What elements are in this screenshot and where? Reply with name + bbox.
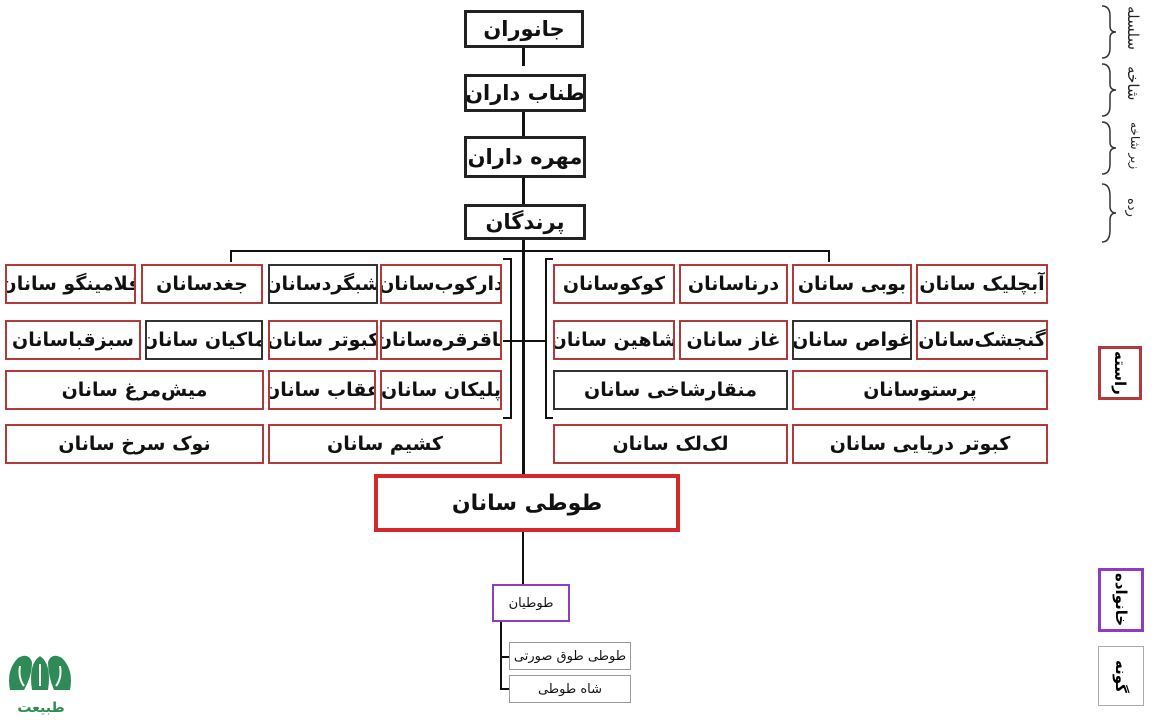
legend-kingdom-label: سلسله <box>1124 6 1142 50</box>
order-box: منقارشاخی سانان <box>553 370 788 410</box>
species-box: شاه طوطی <box>509 675 631 703</box>
order-box: سبزقباسانان <box>5 320 141 360</box>
legend-family-box: خانواده <box>1098 568 1144 632</box>
order-box: میش‌مرغ سانان <box>5 370 264 410</box>
connector-line <box>503 258 512 260</box>
brace-icon <box>1101 5 1117 59</box>
order-box: گنجشک‌سانان <box>916 320 1048 360</box>
order-box: شاهین سانان <box>553 320 675 360</box>
connector-line <box>230 250 232 262</box>
order-box: جغدسانان <box>141 264 263 304</box>
order-box: عقاب سانان <box>268 370 376 410</box>
kingdom-box: جانوران <box>464 10 584 48</box>
connector-line <box>510 340 547 342</box>
order-box: بوبی سانان <box>792 264 912 304</box>
brace-icon <box>1101 121 1117 175</box>
connector-line <box>522 532 524 584</box>
phylum-box: طناب داران <box>464 74 586 112</box>
connector-line <box>522 240 525 475</box>
legend-order-box: راسته <box>1098 346 1142 400</box>
legend-order-label: راسته <box>1111 351 1129 395</box>
order-box: غواص سانان <box>792 320 912 360</box>
connector-line <box>545 258 553 260</box>
order-box: کبوتر سانان <box>268 320 378 360</box>
connector-line <box>545 417 553 419</box>
connector-line <box>545 258 547 418</box>
family-box: طوطیان <box>492 584 570 622</box>
logo-text: طبیعت <box>17 700 65 716</box>
connector-line <box>500 656 509 658</box>
subphylum-box: مهره داران <box>464 136 586 178</box>
legend-subphylum-label: زیر شاخه <box>1128 122 1142 170</box>
connector-line <box>500 622 502 688</box>
order-box: کوکوسانان <box>553 264 675 304</box>
connector-line <box>522 178 525 204</box>
order-box: شبگردسانان <box>268 264 378 304</box>
logo-icon <box>9 655 71 690</box>
legend-family-label: خانواده <box>1112 573 1130 627</box>
legend-species-label: گونه <box>1112 659 1130 693</box>
order-box: فلامینگو سانان <box>5 264 136 304</box>
class-box: پرندگان <box>464 204 586 240</box>
connector-line <box>522 112 525 136</box>
order-box: ماکیان سانان <box>145 320 263 360</box>
brace-icon <box>1101 63 1117 117</box>
connector-line <box>503 417 512 419</box>
brace-icon <box>1101 183 1117 243</box>
order-box: کشیم سانان <box>268 424 502 464</box>
order-box: پرستوسانان <box>792 370 1048 410</box>
order-box: پلیکان سانان <box>380 370 502 410</box>
species-box: طوطی طوق صورتی <box>509 642 631 670</box>
legend-species-box: گونه <box>1098 646 1144 706</box>
legend-phylum-label: شاخه <box>1124 66 1142 101</box>
connector-line <box>500 688 509 690</box>
order-box: نوک سرخ سانان <box>5 424 264 464</box>
legend-class-label: رده <box>1124 198 1139 217</box>
order-box: کبوتر دریایی سانان <box>792 424 1048 464</box>
order-box: آبچلیک سانان <box>916 264 1048 304</box>
connector-line <box>510 258 512 418</box>
connector-line <box>828 250 830 262</box>
order-box: لک‌لک سانان <box>553 424 788 464</box>
order-box: درناسانان <box>679 264 788 304</box>
order-box: باقرقره‌سانان <box>380 320 502 360</box>
connector-line <box>522 48 525 66</box>
order-box: دارکوب‌سانان <box>380 264 502 304</box>
connector-line <box>503 340 512 342</box>
highlighted-order-box: طوطی سانان <box>374 474 680 532</box>
order-box: غاز سانان <box>679 320 788 360</box>
connector-line <box>230 250 830 252</box>
